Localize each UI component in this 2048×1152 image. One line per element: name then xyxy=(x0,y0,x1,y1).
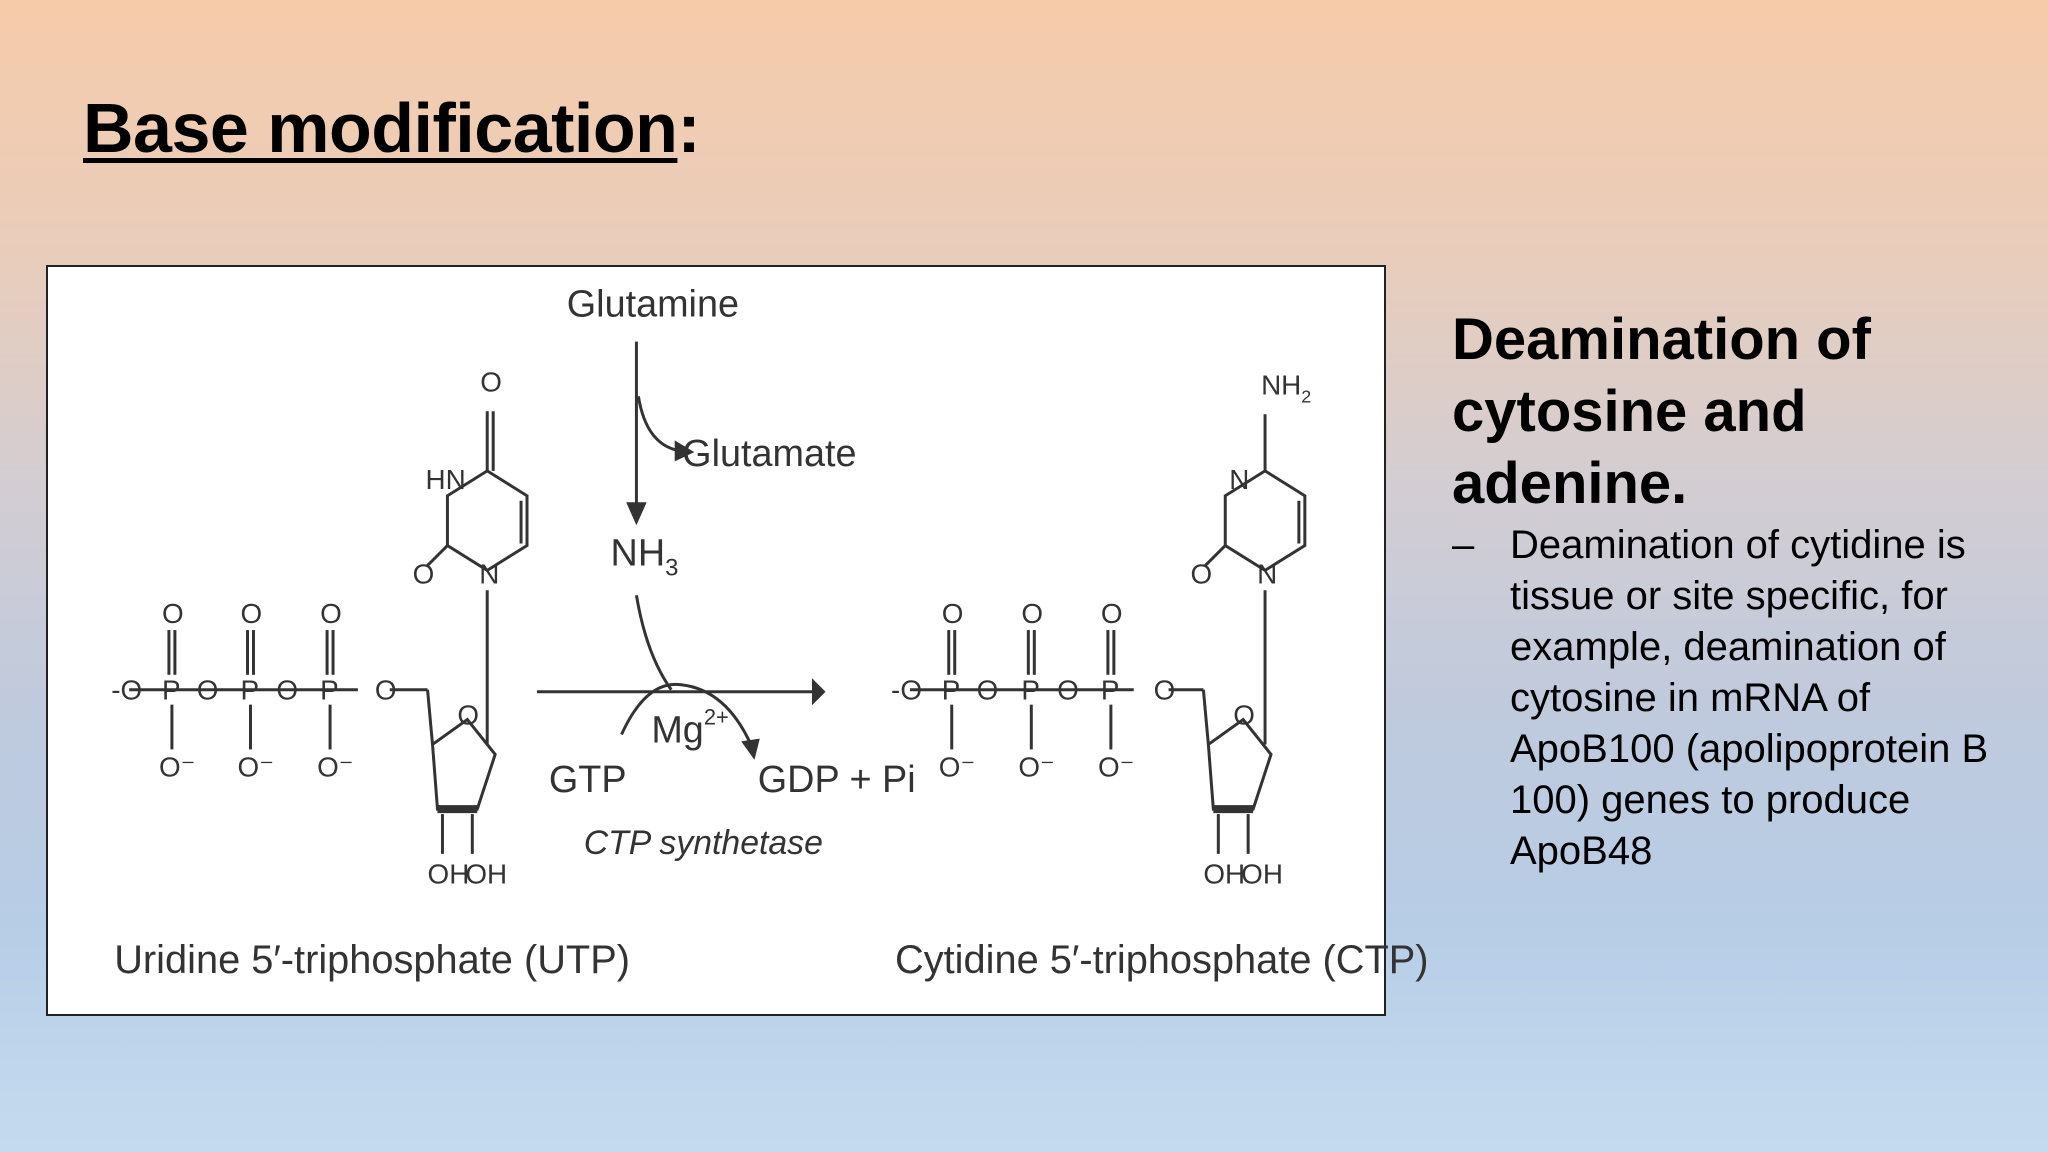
ctp-ribose-ring xyxy=(1206,717,1273,811)
svg-text:-O: -O xyxy=(111,675,142,706)
svg-text:O: O xyxy=(1101,598,1123,629)
svg-text:O: O xyxy=(1190,558,1212,589)
svg-text:HN: HN xyxy=(426,464,466,495)
ctp-name-label: Cytidine 5′-triphosphate (CTP) xyxy=(895,938,1428,982)
svg-text:N: N xyxy=(1257,558,1277,589)
utp-ribose-ring xyxy=(430,717,497,811)
svg-text:P: P xyxy=(320,675,339,706)
svg-text:O: O xyxy=(1233,700,1255,731)
svg-text:O: O xyxy=(1154,675,1176,706)
svg-text:NH2: NH2 xyxy=(1261,369,1311,406)
svg-text:O: O xyxy=(320,598,342,629)
svg-text:O⁻: O⁻ xyxy=(238,751,274,782)
glutamate-arrowhead xyxy=(674,440,695,462)
enzyme-label: CTP synthetase xyxy=(584,824,823,862)
nh3-label: NH3 xyxy=(611,532,679,581)
svg-text:O: O xyxy=(276,675,298,706)
bullet-dash: – xyxy=(1452,523,1475,567)
main-arrowhead xyxy=(811,678,826,706)
svg-text:OH: OH xyxy=(1203,859,1245,890)
svg-text:O⁻: O⁻ xyxy=(1098,751,1134,782)
svg-text:O⁻: O⁻ xyxy=(159,751,195,782)
glutamine-arrowhead xyxy=(626,502,647,526)
svg-text:OH: OH xyxy=(1241,859,1283,890)
gtp-label: GTP xyxy=(549,759,627,801)
svg-text:O: O xyxy=(1057,675,1079,706)
ctp-atom-labels: O O O -O P O P O P O O⁻ O⁻ O⁻ O NH2 N N … xyxy=(891,369,1311,889)
svg-text:O: O xyxy=(480,366,502,397)
svg-text:O: O xyxy=(162,598,184,629)
bullet-text: Deamination of cytidine is tissue or sit… xyxy=(1510,523,1989,873)
svg-text:OH: OH xyxy=(428,859,470,890)
gdp-pi-label: GDP + Pi xyxy=(758,759,916,801)
svg-text:P: P xyxy=(942,675,961,706)
svg-text:O: O xyxy=(241,598,263,629)
reaction-figure: Glutamine Glutamate NH3 Mg2+ GTP GDP + P… xyxy=(46,265,1429,1016)
svg-text:O: O xyxy=(375,675,397,706)
utp-atom-labels: O O O -O P O P O P O O⁻ O⁻ O⁻ O O HN N O… xyxy=(111,366,507,889)
svg-text:O⁻: O⁻ xyxy=(1018,751,1054,782)
svg-text:O: O xyxy=(977,675,999,706)
svg-text:O: O xyxy=(1021,598,1043,629)
utp-to-ctp-diagram: Glutamine Glutamate NH3 Mg2+ GTP GDP + P… xyxy=(111,284,1428,982)
title-text: Base modification xyxy=(83,89,678,167)
slide-title: Base modification: xyxy=(83,88,701,168)
gdp-arrowhead xyxy=(741,738,760,760)
svg-text:P: P xyxy=(1101,675,1120,706)
svg-text:P: P xyxy=(241,675,260,706)
svg-text:O: O xyxy=(197,675,219,706)
svg-text:P: P xyxy=(1021,675,1040,706)
nh3-curve xyxy=(634,594,673,691)
mg-label: Mg2+ xyxy=(651,705,728,752)
glutamate-label: Glutamate xyxy=(682,433,856,475)
svg-text:N: N xyxy=(479,558,499,589)
gtp-gdp-curve xyxy=(620,682,753,746)
svg-text:-O: -O xyxy=(891,675,922,706)
svg-text:O: O xyxy=(457,700,479,731)
svg-text:O: O xyxy=(413,558,435,589)
svg-text:P: P xyxy=(162,675,181,706)
svg-text:N: N xyxy=(1229,464,1249,495)
svg-text:O: O xyxy=(942,598,964,629)
svg-text:O⁻: O⁻ xyxy=(939,751,975,782)
utp-name-label: Uridine 5′-triphosphate (UTP) xyxy=(114,938,630,982)
svg-text:O⁻: O⁻ xyxy=(317,751,353,782)
deamination-heading: Deamination of cytosine and adenine. xyxy=(1452,307,1871,516)
title-colon: : xyxy=(677,89,701,167)
glutamine-label: Glutamine xyxy=(567,284,739,326)
svg-text:OH: OH xyxy=(465,859,507,890)
